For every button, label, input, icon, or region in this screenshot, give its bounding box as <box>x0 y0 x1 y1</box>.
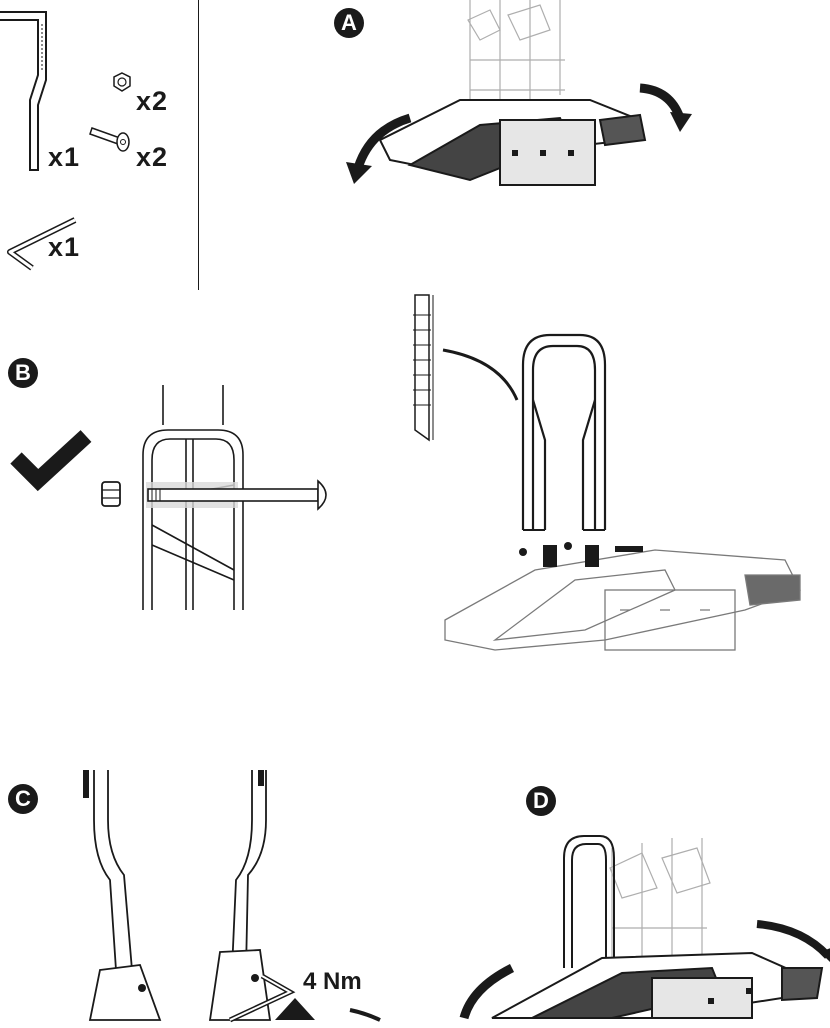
panel-divider <box>198 0 199 290</box>
bolt-quantity: x2 <box>136 142 169 172</box>
key-quantity: x1 <box>48 232 81 262</box>
step-b-detail-illustration <box>142 385 327 610</box>
nut-icon <box>113 72 131 92</box>
step-b-assembly-illustration <box>413 294 801 651</box>
step-d-badge: D <box>526 786 556 816</box>
rotate-arrow-icon <box>353 113 412 170</box>
torque-label: 4 Nm <box>303 968 362 995</box>
bracket-part-illustration <box>0 11 47 171</box>
step-c-badge: C <box>8 784 38 814</box>
bolt-icon <box>89 127 130 152</box>
step-d-carrier-illustration <box>459 835 830 1020</box>
lock-nut-icon <box>101 481 121 507</box>
rotate-arrow-icon <box>459 963 515 1020</box>
nut-quantity: x2 <box>136 86 169 116</box>
hex-key-icon <box>7 217 77 271</box>
bracket-quantity: x1 <box>48 142 81 172</box>
step-a-badge: A <box>334 8 364 38</box>
rotate-arrow-icon <box>756 920 830 959</box>
step-b-badge: B <box>8 358 38 388</box>
step-a-carrier-illustration <box>346 0 692 186</box>
check-icon <box>10 430 92 492</box>
